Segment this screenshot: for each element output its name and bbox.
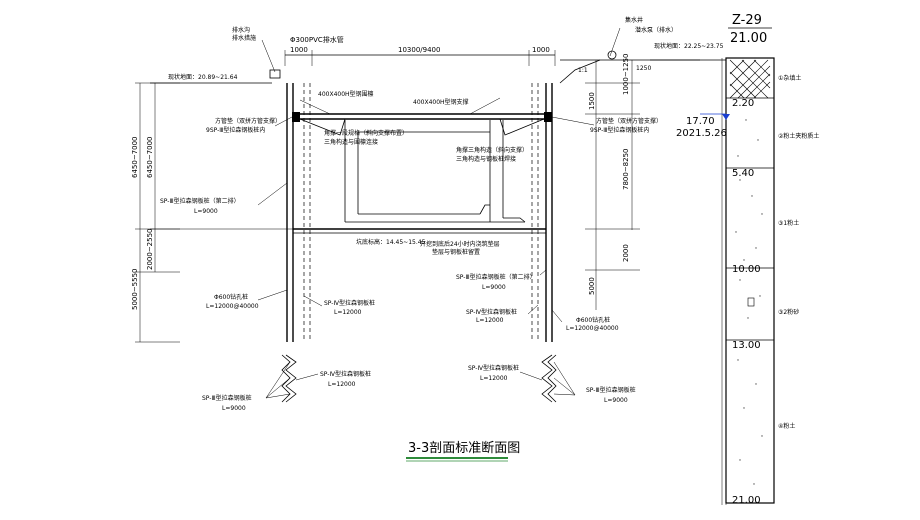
borehole-id: Z-29 bbox=[732, 13, 762, 28]
vdim-r4: 2000 bbox=[622, 244, 630, 262]
slope-width: 1250 bbox=[636, 65, 651, 72]
lbl-pump2: 潜水泵（排水） bbox=[635, 26, 677, 34]
layer-3: ③1粉土 bbox=[778, 219, 799, 227]
slope-ratio: 1:1 bbox=[578, 67, 588, 74]
lbl-rcorner: 角撑三角构造（斜向支撑） bbox=[456, 146, 528, 154]
lbl-beam: 400X400H型钢围檩 bbox=[318, 90, 374, 98]
det-l-sheet4: SP-Ⅳ型拉森钢板桩 bbox=[320, 370, 371, 378]
lbl-rsheet4: SP-Ⅳ型拉森钢板桩 bbox=[466, 308, 517, 316]
inner-structure bbox=[344, 120, 526, 223]
layer-4: ③2粉砂 bbox=[778, 308, 799, 316]
det-r-sheet3: SP-Ⅲ型拉森钢板桩 bbox=[586, 386, 636, 394]
lbl-rsheet-len: L=9000 bbox=[482, 284, 506, 291]
dim-right: 1000 bbox=[532, 46, 550, 54]
lbl-pile: Φ600钻孔桩 bbox=[214, 293, 248, 301]
det-r-sheet4-len: L=12000 bbox=[480, 375, 508, 382]
depth-4: 13.00 bbox=[732, 340, 761, 351]
drawing-title: 3-3剖面标准断面图 bbox=[408, 441, 520, 456]
lbl-drain2: 排水措施 bbox=[232, 34, 256, 42]
depth-5: 21.00 bbox=[732, 495, 761, 506]
depth-1: 2.20 bbox=[732, 98, 754, 109]
det-l-sheet4-len: L=12000 bbox=[328, 381, 356, 388]
lbl-drain: 排水沟 bbox=[232, 26, 250, 34]
pump-symbol bbox=[607, 50, 617, 60]
ground-elev-left: 现状地面：20.89~21.64 bbox=[168, 73, 238, 81]
det-l-sheet3-len: L=9000 bbox=[222, 405, 246, 412]
lbl-tie2: 9SP-Ⅲ型拉森钢板桩内 bbox=[590, 126, 649, 134]
sheet-pile-right bbox=[531, 83, 553, 342]
lbl-tie: 方管垫（双拼方管支撑） bbox=[596, 117, 662, 125]
pit-bottom-note: 开挖到底后24小时内浇筑垫层 bbox=[420, 240, 500, 248]
depth-3: 10.00 bbox=[732, 264, 761, 275]
det-r-sheet4: SP-Ⅳ型拉森钢板桩 bbox=[468, 364, 519, 372]
sheet-pile-left bbox=[286, 83, 311, 342]
lbl-rsheet4-len: L=12000 bbox=[476, 317, 504, 324]
detail-right bbox=[519, 354, 576, 403]
dim-middle: 10300/9400 bbox=[398, 46, 440, 54]
lbl-corner: 角撑一段规格（斜向支撑布置） bbox=[324, 129, 408, 137]
lbl-waler2: 9SP-Ⅲ型拉森钢板桩内 bbox=[206, 126, 265, 134]
waler-right bbox=[544, 112, 552, 122]
ground-elev-right: 现状地面：22.25~23.75 bbox=[654, 42, 724, 50]
lbl-rpile: Φ600钻孔桩 bbox=[576, 316, 610, 324]
lbl-waler: 方管垫（双拼方管支撑） bbox=[215, 117, 281, 125]
pit-bottom-note2: 垫层与钢板桩留置 bbox=[432, 248, 480, 256]
depth-2: 5.40 bbox=[732, 168, 754, 179]
water-level-icon bbox=[722, 114, 730, 120]
borehole-top-elev: 21.00 bbox=[730, 31, 767, 46]
lbl-pile-len: L=12000@40000 bbox=[206, 303, 259, 310]
borehole-column: Z-29 21.00 bbox=[676, 13, 819, 506]
detail-left bbox=[265, 354, 319, 403]
vert-dims-left bbox=[135, 82, 180, 343]
drain-symbol bbox=[269, 69, 281, 79]
lbl-rcorner2: 三角构造与钢板桩焊接 bbox=[456, 155, 516, 163]
dim-left: 1000 bbox=[290, 46, 308, 54]
lbl-rsheet: SP-Ⅲ型拉森钢板桩（第二排） bbox=[456, 273, 536, 281]
corner-brace-left bbox=[299, 118, 346, 136]
vdim-r3: 7800~8250 bbox=[622, 149, 630, 191]
vdim-r1: 1500 bbox=[588, 92, 596, 110]
vdim-l1: 6450~7000 bbox=[131, 137, 139, 179]
lbl-rpile-len: L=12000@40000 bbox=[566, 325, 619, 332]
layer-1: ①杂填土 bbox=[778, 74, 801, 82]
vdim-l4: 5000~5550 bbox=[131, 269, 139, 311]
waler-left bbox=[292, 112, 300, 122]
pit-bottom-elev: 坑底标高：14.45~15.45 bbox=[356, 238, 426, 246]
layer-5: ④粉土 bbox=[778, 422, 795, 430]
corner-brace-right bbox=[499, 118, 545, 136]
layer-2: ②粉土夹粉质土 bbox=[778, 132, 819, 140]
lbl-sheet-len: L=9000 bbox=[194, 208, 218, 215]
det-l-sheet3: SP-Ⅲ型拉森钢板桩 bbox=[202, 394, 252, 402]
vert-dims-right bbox=[585, 60, 640, 310]
water-date: 2021.5.26 bbox=[676, 128, 727, 139]
lbl-pump: 集水井 bbox=[625, 16, 643, 24]
lbl-sheet4-len: L=12000 bbox=[334, 309, 362, 316]
vdim-l2: 6450~7000 bbox=[146, 137, 154, 179]
lbl-brace: 400X400H型钢支撑 bbox=[413, 98, 469, 106]
vdim-r5: 5000 bbox=[588, 277, 596, 295]
lbl-pvc: Φ300PVC排水管 bbox=[290, 35, 344, 44]
lbl-corner2: 三角构造与围檩连接 bbox=[324, 138, 378, 146]
lbl-sheet4: SP-Ⅳ型拉森钢板桩 bbox=[324, 299, 375, 307]
water-elev: 17.70 bbox=[686, 116, 715, 127]
det-r-sheet3-len: L=9000 bbox=[604, 397, 628, 404]
vdim-r2: 1000~1250 bbox=[622, 54, 630, 96]
lbl-sheet: SP-Ⅲ型拉森钢板桩（第二排） bbox=[160, 197, 240, 205]
vdim-l3: 2000~2550 bbox=[146, 229, 154, 271]
